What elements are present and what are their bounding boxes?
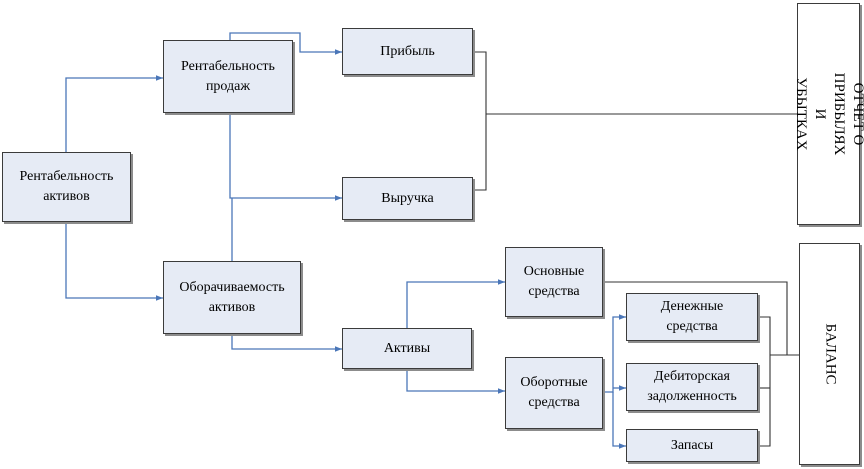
node-assets-label: Активы <box>383 340 431 356</box>
report-income-statement: ОТЧЕТ О ПРИБЫЛЯХ И УБЫТКАХ <box>793 3 864 225</box>
node-fixed-assets-label: Основные средства <box>523 264 585 299</box>
node-inventory-label: Запасы <box>670 437 714 453</box>
node-cash: Денежные средства <box>626 293 758 341</box>
line-fixed-to-balance <box>603 281 788 355</box>
arrow-roa-to-turnover <box>65 222 163 301</box>
line-profit-bracket <box>473 51 487 191</box>
node-inventory: Запасы <box>626 429 758 462</box>
arrow-assets-to-current <box>406 369 505 394</box>
line-cash-bracket <box>758 316 771 447</box>
node-current-assets-label: Оборотные средства <box>520 375 588 410</box>
node-receivables-label: Дебиторская задолженность <box>647 369 737 404</box>
node-profit: Прибыль <box>342 28 473 75</box>
node-return-on-sales: Рентабельность продаж <box>163 40 293 113</box>
node-receivables: Дебиторская задолженность <box>626 363 758 411</box>
arrow-ros-to-revenue <box>229 113 342 201</box>
node-return-on-sales-label: Рентабельность продаж <box>181 58 275 94</box>
node-assets: Активы <box>342 328 472 369</box>
report-balance-sheet-label: БАЛАНС <box>822 323 838 385</box>
arrow-ros-to-profit <box>229 32 342 55</box>
node-cash-label: Денежные средства <box>660 299 724 334</box>
node-asset-turnover-label: Оборачиваемость активов <box>179 279 285 315</box>
report-income-statement-label: ОТЧЕТ О ПРИБЫЛЯХ И УБЫТКАХ <box>792 72 864 156</box>
node-fixed-assets: Основные средства <box>505 247 603 317</box>
report-balance-sheet: БАЛАНС <box>799 243 860 465</box>
node-revenue: Выручка <box>342 177 473 220</box>
arrow-assets-to-fixed <box>406 279 505 328</box>
arrow-current-to-cash <box>603 314 626 393</box>
node-revenue-label: Выручка <box>381 190 434 206</box>
arrow-roa-to-ros <box>65 75 163 152</box>
node-asset-turnover: Оборачиваемость активов <box>163 261 301 334</box>
node-return-on-assets: Рентабельность активов <box>2 152 131 222</box>
node-profit-label: Прибыль <box>380 43 435 59</box>
arrow-current-to-inventory <box>612 392 626 449</box>
node-current-assets: Оборотные средства <box>505 357 603 429</box>
arrow-turnover-to-assets <box>231 334 342 352</box>
node-return-on-assets-label: Рентабельность активов <box>19 169 114 204</box>
